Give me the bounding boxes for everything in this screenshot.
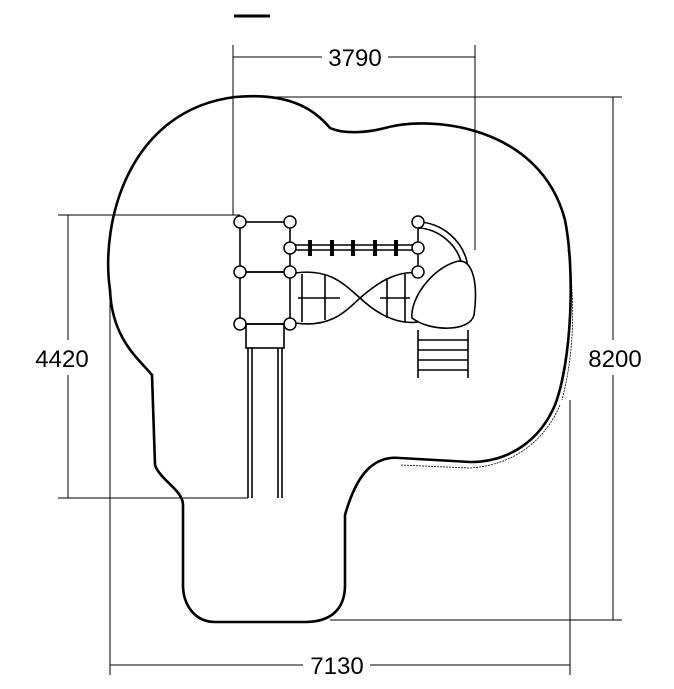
dimension-right: 8200 (235, 96, 642, 621)
play-structure (233, 215, 477, 498)
outline-shadow-right (561, 249, 574, 401)
posts (233, 215, 425, 331)
climbing-rock (411, 260, 477, 329)
safety-zone-outline (106, 94, 572, 624)
dimension-top-label: 3790 (328, 45, 381, 72)
dimension-bottom: 7130 (109, 290, 571, 680)
dimension-top: 3790 (232, 45, 476, 250)
tower-upper (239, 221, 291, 273)
dimension-right-label: 8200 (588, 346, 641, 373)
tower-lower (239, 271, 291, 325)
outline-shadow (399, 404, 561, 469)
twisted-bridge (294, 271, 419, 325)
dimension-left: 4420 (35, 214, 248, 499)
dimension-left-label: 4420 (35, 346, 88, 373)
step-ladder (417, 330, 469, 378)
slide (245, 323, 285, 498)
dimension-bottom-label: 7130 (310, 653, 363, 680)
horizontal-ladder (290, 240, 418, 256)
